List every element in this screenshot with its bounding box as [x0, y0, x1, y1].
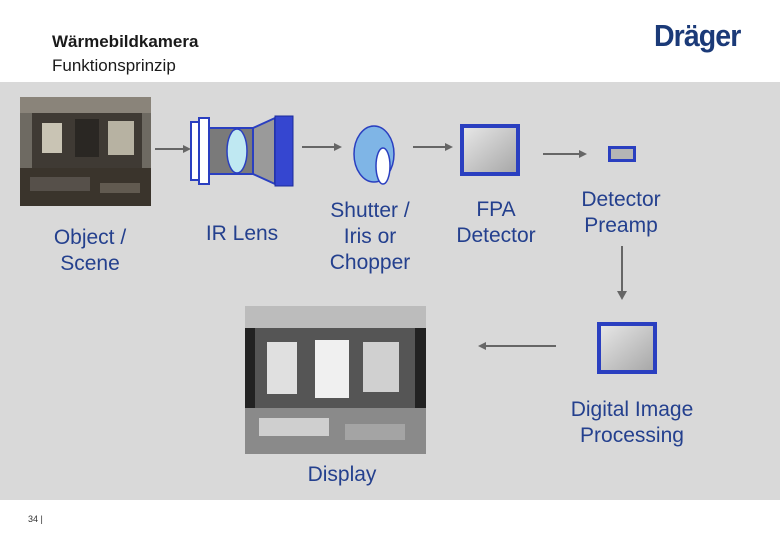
fpa-label-line2: Detector	[456, 224, 536, 247]
processing-label-line2: Processing	[580, 424, 684, 447]
object-label-line2: Scene	[60, 252, 120, 275]
shutter-label-line3: Chopper	[329, 251, 411, 274]
preamp-label-line1: Detector	[581, 188, 661, 211]
drager-logo: Dräger	[654, 18, 741, 53]
arrow-processing-to-display	[478, 342, 556, 350]
ir-lens-label-text: IR Lens	[205, 222, 279, 245]
preamp-label-line2: Preamp	[584, 214, 658, 237]
display-label: Display	[286, 462, 398, 488]
arrow-fpa-to-preamp	[543, 150, 587, 158]
scene-photo	[20, 97, 151, 206]
slide-header: Wärmebildkamera Funktionsprinzip Dräger	[0, 0, 780, 82]
fpa-detector-box	[460, 124, 520, 176]
arrow-preamp-to-processing	[617, 246, 627, 300]
detector-preamp-label: Detector Preamp	[560, 187, 682, 239]
processing-label-line1: Digital Image	[570, 398, 694, 421]
processing-box	[597, 322, 657, 374]
ir-lens-label: IR Lens	[190, 221, 294, 247]
ir-lens-icon	[190, 115, 294, 187]
slide-subtitle: Funktionsprinzip	[52, 56, 176, 75]
digital-processing-label: Digital Image Processing	[548, 397, 716, 449]
slide-title: Wärmebildkamera	[52, 32, 199, 51]
object-scene-label: Object / Scene	[30, 225, 150, 277]
arrow-scene-to-lens	[155, 145, 191, 153]
arrow-lens-to-shutter	[302, 143, 342, 151]
page-number: 34 |	[28, 514, 43, 524]
shutter-label-line1: Shutter /	[330, 199, 410, 222]
arrow-shutter-to-fpa	[413, 143, 453, 151]
fpa-detector-label: FPA Detector	[438, 197, 554, 249]
shutter-label-line2: Iris or	[343, 225, 397, 248]
object-label-line1: Object /	[53, 226, 127, 249]
display-label-text: Display	[307, 463, 377, 486]
preamp-box	[608, 146, 636, 162]
shutter-label: Shutter / Iris or Chopper	[306, 198, 434, 276]
thermal-display-image	[245, 306, 426, 454]
shutter-icon	[353, 125, 395, 185]
fpa-label-line1: FPA	[476, 198, 516, 221]
